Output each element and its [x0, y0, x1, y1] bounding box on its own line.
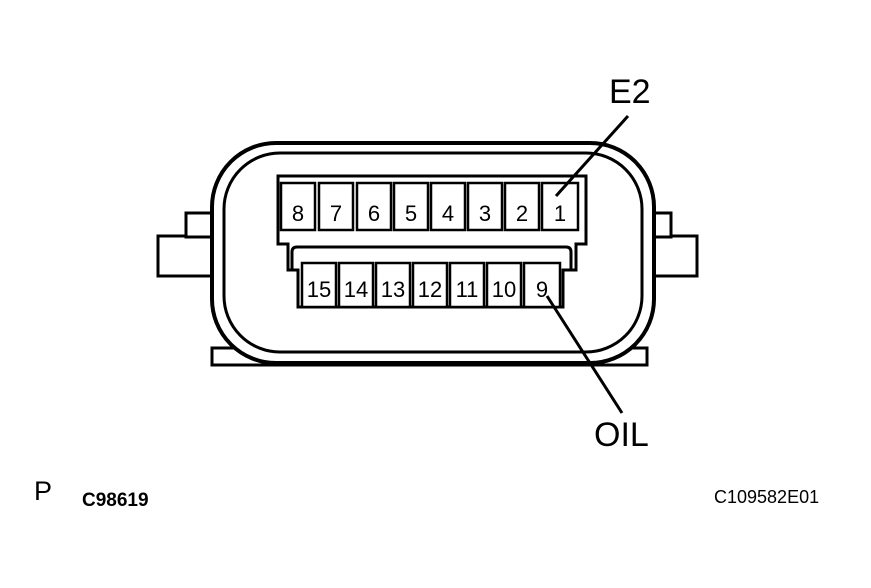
pin-cell: 3: [466, 181, 504, 232]
pin-cell: 4: [429, 181, 467, 232]
left-side-tab: [156, 234, 220, 278]
oil-callout-label: OIL: [594, 416, 649, 454]
pin-number: 8: [292, 201, 304, 226]
pin-cell: 10: [485, 261, 523, 309]
pin-cell: 7: [317, 181, 355, 232]
pin-cell: 14: [337, 261, 375, 309]
pin-number: 14: [344, 277, 368, 302]
e2-callout-label: E2: [609, 73, 651, 111]
pin-block-outline: [276, 174, 588, 309]
key-slot: [290, 245, 573, 270]
pin-number: 12: [418, 277, 442, 302]
pin-number: 13: [381, 277, 405, 302]
e2-leader-line: [554, 114, 630, 198]
right-figure-code: C109582E01: [714, 487, 820, 507]
bottom-row-pins: 15 14 13 12 11 10 9: [300, 261, 562, 309]
pin-number: 3: [479, 201, 491, 226]
pin-cell: 2: [503, 181, 541, 232]
pin-cell: 6: [355, 181, 393, 232]
pin-number: 9: [536, 277, 548, 302]
pin-number: 2: [516, 201, 528, 226]
pin-cell: 9: [522, 261, 562, 309]
pin-cell: 12: [411, 261, 449, 309]
pin-number: 10: [492, 277, 516, 302]
corner-letter-label: P: [34, 476, 53, 506]
pin-number: 5: [405, 201, 417, 226]
pin-cell: 5: [392, 181, 430, 232]
pin-number: 7: [330, 201, 342, 226]
pin-cell: 15: [300, 261, 338, 309]
pin-number: 11: [456, 277, 479, 302]
connector-inner-shell: [222, 151, 644, 354]
pin-cell: 13: [374, 261, 412, 309]
pin-number: 4: [442, 201, 454, 226]
top-row-pins: 8 7 6 5 4 3 2 1: [279, 181, 580, 232]
oil-leader-line: [545, 295, 624, 414]
pin-number: 6: [368, 201, 380, 226]
pin-number: 15: [307, 277, 331, 302]
pin-cell: 8: [279, 181, 317, 232]
pin-number: 1: [554, 201, 566, 226]
left-figure-code: C98619: [82, 490, 149, 511]
pin-cell: 11: [448, 261, 486, 309]
